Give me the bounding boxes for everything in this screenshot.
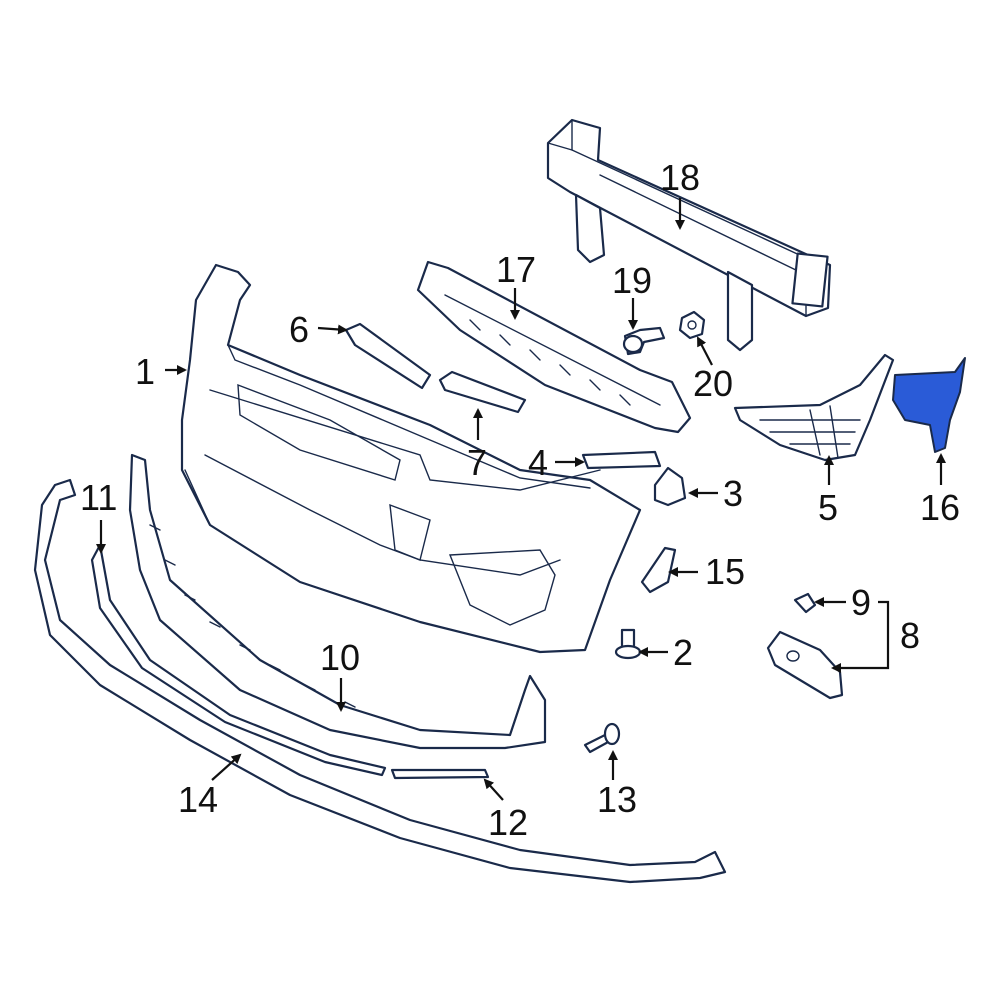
part-11-molding-strip (90, 543, 387, 777)
callout-18: 18 (660, 157, 700, 198)
callout-8: 8 (900, 615, 920, 656)
part-2-bolt (614, 628, 642, 660)
callout-11: 11 (80, 477, 117, 518)
leader-20 (697, 336, 713, 366)
leader-14 (211, 753, 242, 781)
part-20-nut (678, 310, 706, 340)
callout-12: 12 (488, 802, 528, 843)
part-4-trim-strip (581, 450, 662, 470)
part-17-energy-absorber (416, 260, 692, 434)
part-19-bolt (622, 326, 666, 356)
callout-17: 17 (496, 249, 536, 290)
part-3-bracket (653, 466, 687, 507)
callout-labels: 1 2 3 4 5 6 7 8 9 10 11 12 13 14 15 16 1… (80, 157, 960, 843)
part-8-bracket (766, 630, 844, 700)
part-18-reinforcement-bar (546, 118, 832, 352)
callout-15: 15 (705, 551, 745, 592)
part-16-bracket-highlighted (892, 357, 966, 453)
part-12-molding-strip (390, 768, 490, 780)
callout-13: 13 (597, 779, 637, 820)
callout-1: 1 (135, 351, 155, 392)
callout-4: 4 (528, 442, 548, 483)
callout-3: 3 (723, 473, 743, 514)
callout-5: 5 (818, 487, 838, 528)
part-9-clip-nut (793, 592, 817, 614)
part-7-grille-strip (438, 370, 527, 414)
part-14-lower-strip (33, 478, 727, 884)
leader-8 (831, 600, 890, 673)
callout-19: 19 (612, 260, 652, 301)
callout-9: 9 (851, 582, 871, 623)
callout-10: 10 (320, 637, 360, 678)
part-13-bolt (583, 722, 621, 754)
part-5-grille-insert (733, 353, 895, 462)
callout-6: 6 (289, 309, 309, 350)
callout-7: 7 (467, 442, 487, 483)
leader-6 (317, 324, 348, 335)
callout-16: 16 (920, 487, 960, 528)
part-10-lower-lip (128, 453, 547, 750)
callout-2: 2 (673, 632, 693, 673)
leader-lines (96, 198, 946, 801)
part-15-clip (640, 546, 677, 594)
part-6-grille-strip (344, 322, 432, 390)
leader-12 (483, 778, 504, 801)
callout-14: 14 (178, 779, 218, 820)
callout-20: 20 (693, 363, 733, 404)
part-1-bumper-cover (180, 263, 642, 654)
